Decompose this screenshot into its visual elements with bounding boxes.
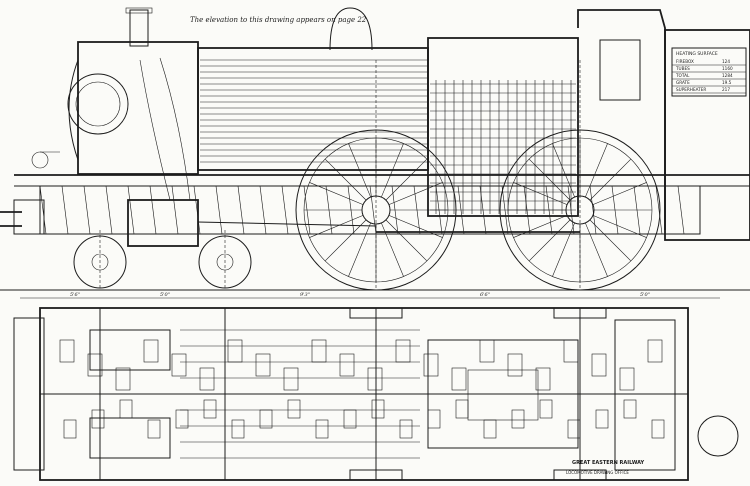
plan-buffer-beam [13, 317, 45, 471]
plan-tender-wheel [697, 415, 739, 457]
dimension-label: 9'3" [300, 292, 310, 298]
tender [664, 29, 750, 241]
table-row-value: 124 [722, 59, 730, 64]
cylinder [127, 199, 199, 247]
smokebox-door [67, 73, 129, 135]
dimension-label: 5'0" [640, 292, 650, 298]
table-row-label: FIREBOX [676, 59, 694, 64]
table-row-label: TUBES [675, 66, 690, 71]
firebox [427, 37, 579, 217]
table-row-value: 19.5 [722, 80, 732, 85]
table-row-value: 217 [722, 87, 730, 92]
title-block: GREAT EASTERN RAILWAY LOCOMOTIVE DRAWING… [566, 460, 645, 475]
dimension-line: 5'6" 5'0" 9'3" 6'6" 5'0" [20, 292, 720, 299]
dome [329, 7, 373, 51]
dimension-label: 6'6" [480, 292, 490, 298]
table-row-label: TOTAL [675, 73, 690, 78]
dimension-label: 5'0" [160, 292, 170, 298]
table-row-value: 1284 [722, 73, 733, 78]
plan-firebox [427, 339, 579, 449]
boiler-tubes [200, 59, 428, 163]
railway-title: GREAT EASTERN RAILWAY [572, 460, 645, 466]
plan-wheel [349, 307, 403, 319]
dimension-label: 5'6" [70, 292, 80, 298]
smokebox [77, 41, 199, 175]
plan-cab [614, 319, 676, 471]
table-row-value: 1160 [722, 66, 733, 71]
table-heading: HEATING SURFACE [676, 51, 718, 57]
cab-window [599, 39, 641, 101]
office-title: LOCOMOTIVE DRAWING OFFICE [566, 470, 629, 475]
side-elevation [0, 7, 750, 291]
boiler-barrel [197, 47, 429, 171]
plan-view [13, 307, 739, 481]
cab [577, 9, 666, 230]
drawing-caption: The elevation to this drawing appears on… [190, 16, 367, 24]
table-row-label: GRATE [676, 80, 690, 85]
chimney [129, 9, 149, 47]
table-row-label: SUPERHEATER [676, 87, 706, 92]
